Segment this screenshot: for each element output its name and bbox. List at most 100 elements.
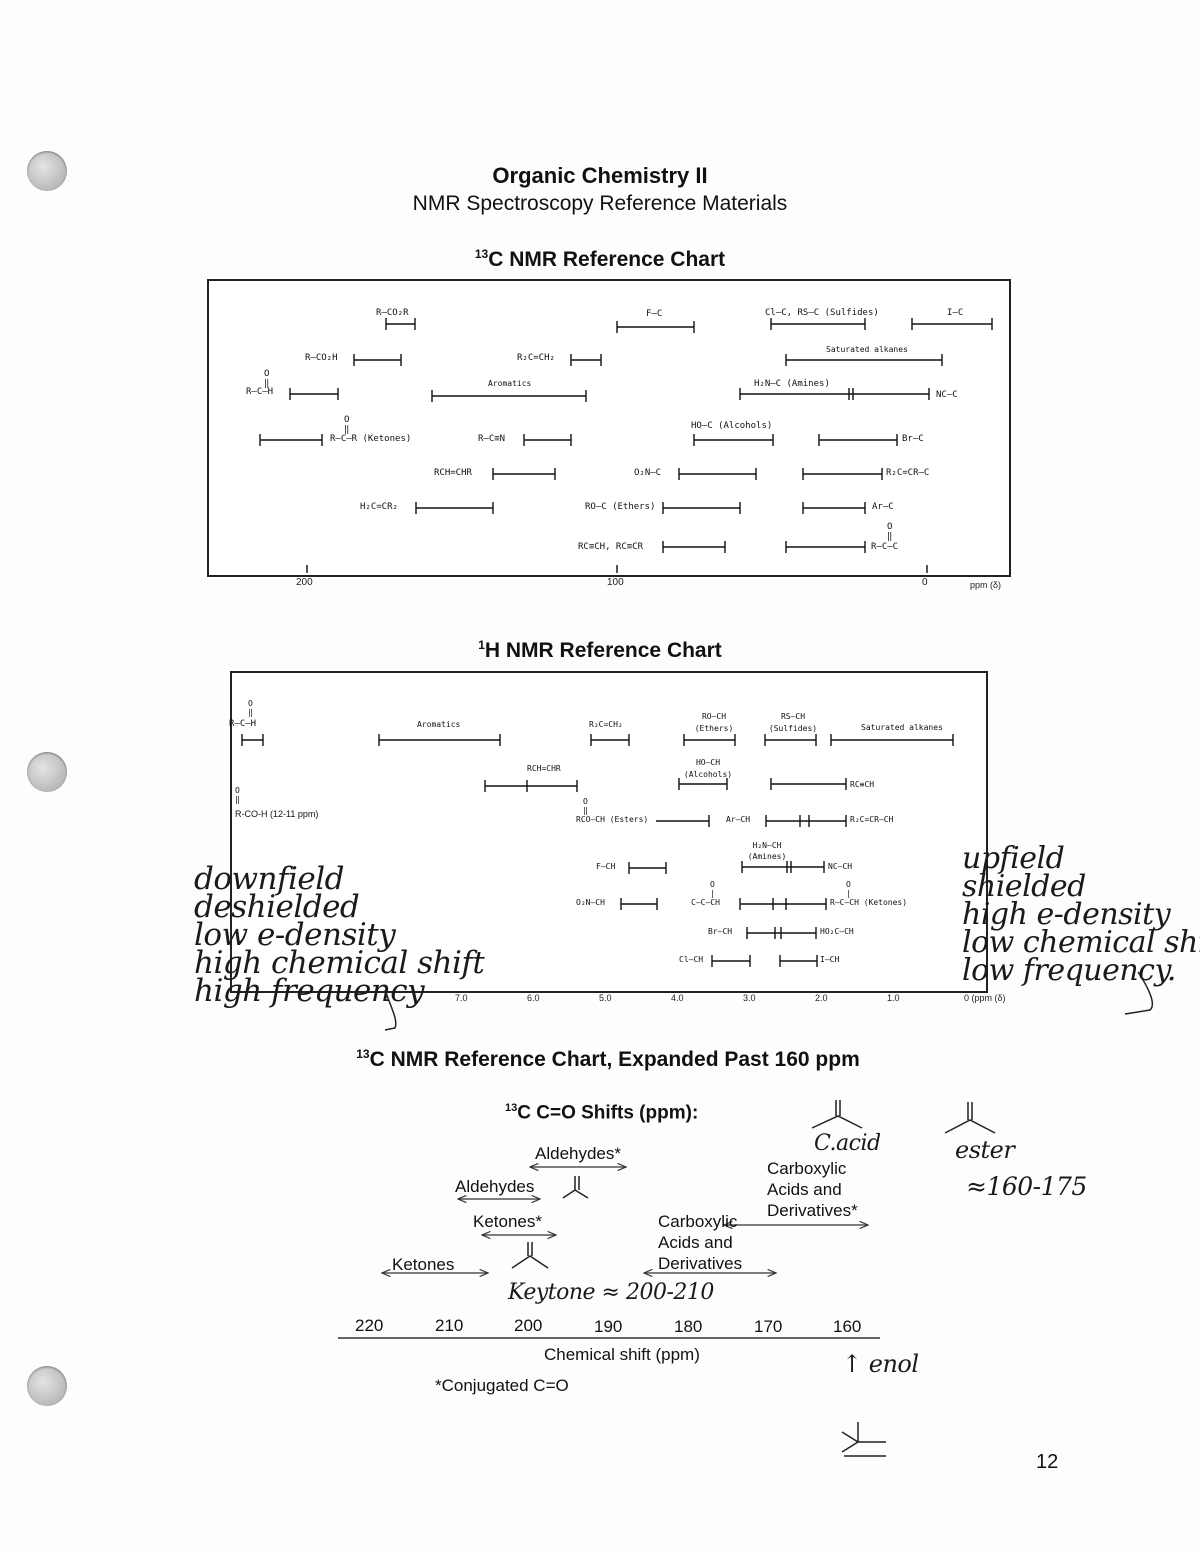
h1-reference-chart: R–C–H O‖ Aromatics R₂C=CH₂ RO–CH (Ethers… bbox=[229, 671, 988, 993]
h1-label-sulfides: RS–CH (Sulfides) bbox=[768, 712, 818, 733]
c13-label-bromides: Br–C bbox=[902, 434, 924, 444]
handwritten-acid-note: C.acid bbox=[814, 1131, 881, 1156]
c13-tick-200: 200 bbox=[296, 577, 313, 588]
c13-ketone-oxygen: O‖ bbox=[344, 415, 350, 435]
h1-label-alcohols: HO–CH (Alcohols) bbox=[683, 758, 733, 779]
c13-axis-unit: ppm (δ) bbox=[970, 580, 1002, 590]
c13-label-esters: R–CO₂R bbox=[376, 308, 409, 318]
h1-label-aryl: Ar–CH bbox=[726, 815, 751, 824]
binder-hole-bottom bbox=[27, 1366, 67, 1406]
c13-label-alpha-carbonyl: R–C–C bbox=[871, 542, 899, 552]
c13-alpha-carbonyl-oxygen: O‖ bbox=[887, 522, 893, 542]
h1-tick-2: 2.0 bbox=[815, 993, 828, 1003]
h1-label-vinyl: RCH=CHR bbox=[527, 764, 561, 773]
h1-label-nitriles: NC–CH bbox=[828, 862, 853, 871]
h1-label-chlorides: Cl–CH bbox=[679, 955, 704, 964]
conjugated-footnote: *Conjugated C=O bbox=[435, 1376, 569, 1395]
label-ketones: Ketones bbox=[392, 1255, 455, 1274]
h1-label-esters: RCO–CH (Esters) bbox=[576, 815, 649, 824]
h1-label-aromatics: Aromatics bbox=[417, 720, 461, 729]
scale-170: 170 bbox=[754, 1317, 783, 1336]
handwritten-enol-note: ↑ enol bbox=[842, 1350, 919, 1378]
h1-label-fluorides: F–CH bbox=[596, 862, 616, 871]
h1-label-allylic: R₂C=CH₂ bbox=[589, 720, 623, 729]
c13-label-nitrile: R–C≡N bbox=[478, 434, 506, 444]
c13-label-allylic: R₂C=CR–C bbox=[886, 468, 930, 478]
h1-tick-3: 3.0 bbox=[743, 993, 756, 1003]
handwritten-upfield-notes: upfield shielded high e-density low chem… bbox=[962, 841, 1200, 988]
scale-210: 210 bbox=[435, 1316, 464, 1335]
label-carboxylic-acids: Carboxylic Acids and Derivatives bbox=[658, 1212, 743, 1273]
page-subtitle: NMR Spectroscopy Reference Materials bbox=[412, 192, 788, 215]
c13-label-terminal-alkene: H₂C=CR₂ bbox=[360, 502, 398, 512]
binder-hole-middle bbox=[27, 752, 67, 792]
expanded-chart-title: 13C NMR Reference Chart, Expanded Past 1… bbox=[356, 1047, 860, 1071]
page-number: 12 bbox=[1036, 1451, 1059, 1473]
h1-tick-7: 7.0 bbox=[455, 993, 468, 1003]
label-ketones-conjugated: Ketones* bbox=[473, 1212, 542, 1231]
h1-label-ethers: RO–CH (Ethers) bbox=[694, 712, 734, 733]
h1-label-aldehyde: R–C–H bbox=[229, 719, 257, 729]
binder-hole-top bbox=[27, 151, 67, 191]
h1-range-bars bbox=[241, 734, 954, 967]
h1-label-saturated: Saturated alkanes bbox=[861, 723, 943, 732]
c13-label-alkenes: R₂C=CH₂ bbox=[517, 353, 555, 363]
h1-label-carbonyl: C–C–CH bbox=[691, 898, 720, 907]
h1-aldehyde-oxygen: O‖ bbox=[248, 699, 253, 717]
c13-label-iodides: I–C bbox=[947, 308, 964, 318]
h1-chart-title: 1H NMR Reference Chart bbox=[478, 638, 722, 662]
handwritten-ketone-range: Keytone ≈ 200-210 bbox=[508, 1280, 714, 1305]
h1-label-amines: H₂N–CH (Amines) bbox=[747, 841, 787, 861]
h1-tick-0: 0 (ppm (δ) bbox=[964, 993, 1006, 1003]
c13-label-nitro: O₂N–C bbox=[634, 468, 662, 478]
h1-label-bromides: Br–CH bbox=[708, 927, 733, 936]
h1-acid-oxygen: O‖ bbox=[235, 786, 240, 804]
h1-tick-4: 4.0 bbox=[671, 993, 684, 1003]
h1-tick-6: 6.0 bbox=[527, 993, 540, 1003]
h1-ketone-oxygen: O| bbox=[846, 880, 851, 898]
handwritten-ester-range: ≈160-175 bbox=[966, 1172, 1087, 1201]
c13-label-acids: R–CO₂H bbox=[305, 353, 338, 363]
c13-label-ketones: R–C–R (Ketones) bbox=[330, 434, 412, 444]
c13-label-vinyl: RCH=CHR bbox=[434, 468, 472, 478]
c13-label-aldehyde: R–C–H bbox=[246, 387, 274, 397]
c13-tick-0: 0 bbox=[922, 577, 928, 588]
h1-label-alkyne: RC≡CH bbox=[850, 780, 875, 789]
scale-160: 160 bbox=[833, 1317, 862, 1336]
c13-tick-100: 100 bbox=[607, 577, 624, 588]
c13-label-alkynes: RC≡CH, RC≡CR bbox=[578, 542, 644, 552]
co-shifts-heading: 13C C=O Shifts (ppm): bbox=[505, 1102, 699, 1124]
h1-carbonyl-oxygen: O| bbox=[710, 880, 715, 898]
c13-label-aryl: Ar–C bbox=[872, 502, 894, 512]
page-title: Organic Chemistry II bbox=[492, 163, 708, 188]
label-aldehydes-conjugated: Aldehydes* bbox=[535, 1144, 622, 1163]
h1-label-iodides: I–CH bbox=[820, 955, 840, 964]
expanded-x-axis-label: Chemical shift (ppm) bbox=[544, 1345, 700, 1364]
scale-220: 220 bbox=[355, 1316, 384, 1335]
h1-ester-oxygen: O‖ bbox=[583, 797, 588, 815]
c13-label-ethers: RO–C (Ethers) bbox=[585, 502, 656, 512]
handwritten-downfield-notes: downfield deshielded low e-density high … bbox=[194, 861, 485, 1009]
c13-label-amines: H₂N–C (Amines) bbox=[754, 379, 830, 389]
h1-tick-5: 5.0 bbox=[599, 993, 612, 1003]
c13-label-chlorides-sulfides: Cl–C, RS–C (Sulfides) bbox=[765, 308, 879, 318]
c13-aldehyde-oxygen: O‖ bbox=[264, 369, 270, 389]
h1-label-ketones: R–C–CH (Ketones) bbox=[830, 898, 908, 907]
c13-label-fluorides: F–C bbox=[646, 309, 663, 319]
h1-tick-1: 1.0 bbox=[887, 993, 900, 1003]
scale-200: 200 bbox=[514, 1316, 543, 1335]
c13-range-bars bbox=[259, 318, 993, 573]
h1-label-carboxylic-acid: R-CO-H (12-11 ppm) bbox=[235, 809, 319, 819]
label-aldehydes: Aldehydes bbox=[455, 1177, 535, 1196]
h1-label-allyl: R₂C=CR–CH bbox=[850, 815, 894, 824]
c13-label-saturated: Saturated alkanes bbox=[826, 345, 908, 354]
h1-label-acid-alpha: HO₂C–CH bbox=[820, 927, 854, 936]
scale-190: 190 bbox=[594, 1317, 623, 1336]
c13-label-aromatics: Aromatics bbox=[488, 379, 532, 388]
h1-label-nitro: O₂N–CH bbox=[576, 898, 605, 907]
handwritten-ester-note: ester bbox=[955, 1136, 1015, 1164]
c13-chart-title: 13C NMR Reference Chart bbox=[474, 247, 726, 271]
c13-reference-chart: R–CO₂R F–C Cl–C, RS–C (Sulfides) I–C R–C… bbox=[207, 279, 1011, 577]
scale-180: 180 bbox=[674, 1317, 703, 1336]
